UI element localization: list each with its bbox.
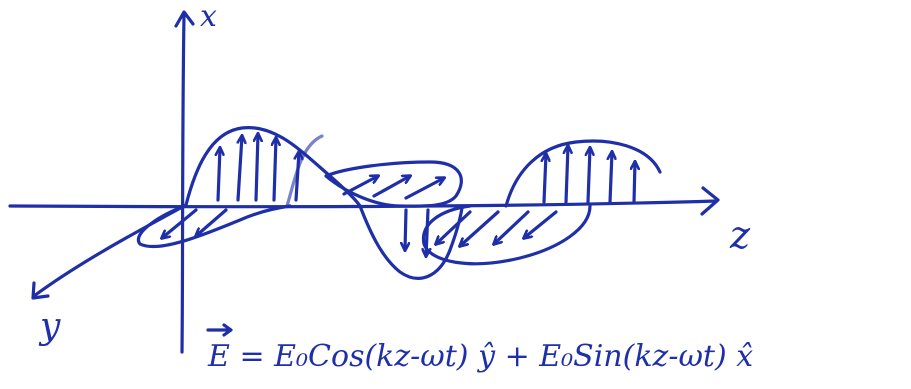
svg-text:E = E₀Cos(kz-ωt) ŷ: E = E₀Cos(kz-ωt) ŷ + E₀Sin(kz-ωt) x̂	[207, 339, 753, 374]
x-field-arrows	[218, 134, 635, 256]
field-arrow	[544, 154, 546, 204]
y-axis-label: y	[38, 306, 61, 347]
x-axis-label: x	[200, 0, 217, 34]
y-axis	[31, 203, 188, 300]
field-arrow	[372, 176, 410, 198]
field-arrow	[218, 148, 220, 202]
z-axis	[8, 186, 720, 216]
field-arrow	[296, 152, 299, 202]
field-arrow	[405, 208, 406, 250]
field-arrow	[634, 162, 635, 204]
field-arrow	[460, 210, 500, 246]
field-arrow	[256, 134, 258, 202]
y-field-arrows	[162, 176, 558, 246]
field-arrow	[342, 176, 378, 196]
field-arrow	[274, 138, 276, 202]
field-arrow	[196, 208, 228, 236]
equation: E = E₀Cos(kz-ωt) ŷ + E₀Sin(kz-ωt) x̂	[206, 323, 753, 374]
field-arrow	[566, 146, 568, 204]
field-arrow	[610, 152, 612, 204]
field-arrow	[236, 136, 242, 202]
equation-middle: + E₀Sin(kz-ωt)	[505, 339, 727, 374]
equation-vector: E	[207, 339, 230, 374]
x-axis	[174, 10, 195, 354]
field-arrow	[162, 208, 198, 238]
vector-arrow-icon	[206, 323, 233, 337]
field-arrow	[588, 148, 590, 204]
z-axis-label: z	[729, 213, 751, 257]
field-arrow	[426, 208, 428, 256]
x-component-wave	[184, 126, 662, 280]
field-arrow	[524, 210, 558, 238]
field-arrow	[494, 210, 530, 244]
equation-x-hat: x̂	[736, 339, 753, 374]
equation-y-hat: ŷ	[476, 339, 496, 374]
field-arrow	[436, 210, 472, 244]
field-arrow	[404, 178, 444, 200]
equation-lhs: = E₀Cos(kz-ωt)	[239, 339, 468, 374]
y-component-wave	[136, 160, 592, 266]
